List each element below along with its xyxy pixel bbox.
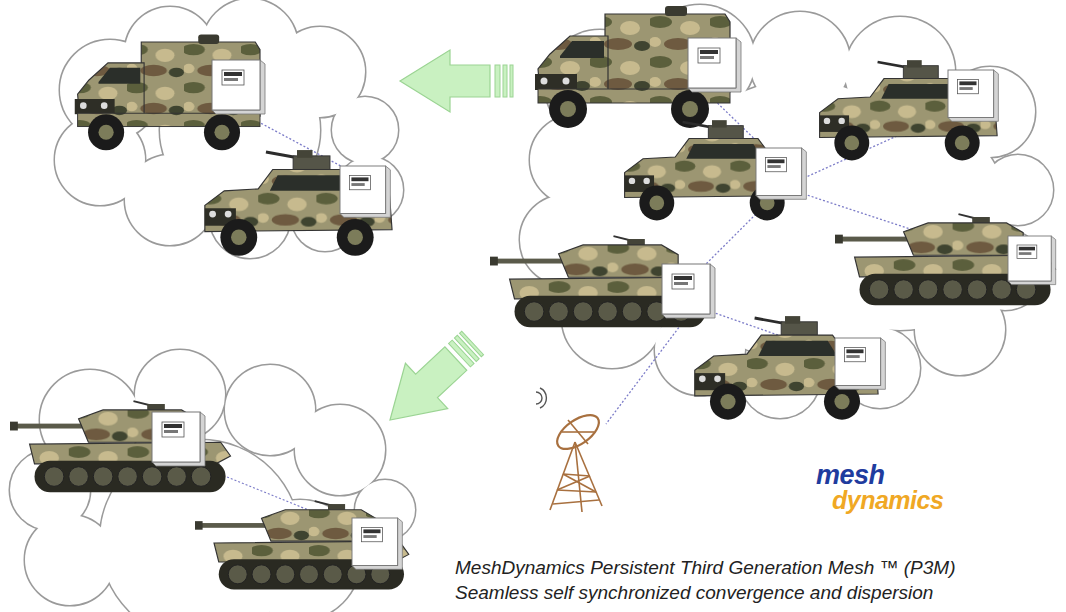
mesh-node-box [212,60,265,114]
mesh-node-box [662,264,715,318]
vehicles [10,6,1056,590]
mesh-node-box [352,518,402,569]
mesh-node-box [756,148,806,199]
dispersion-arrow [400,50,513,112]
humvee-gun [205,150,392,256]
mesh-node-box [340,166,390,217]
cloud-fill [10,350,415,612]
tank [195,501,409,589]
mesh-node-box [688,38,741,92]
mesh-node-boxes [152,38,1056,569]
satellite-dish [550,408,605,512]
tank [10,401,231,492]
caption-text: MeshDynamics Persistent Third Generation… [455,557,956,579]
cloud-fill [55,0,403,258]
mesh-node-box [948,70,998,121]
dispersion-arrow [369,320,494,442]
caption-subtitle: Seamless self synchronized convergence a… [455,582,933,604]
tank [835,214,1056,305]
cloud [10,350,415,612]
cloud-outlines [10,0,1053,612]
green-arrows [369,50,513,443]
cloud [55,0,403,258]
mesh-node-box [152,412,205,466]
mesh-node-box [835,338,885,389]
signal-waves [536,388,546,408]
mesh-node-box [1008,236,1056,285]
mesh-links [190,92,1010,530]
logo-word: dynamics [832,488,943,513]
logo-word: mesh [816,462,885,489]
